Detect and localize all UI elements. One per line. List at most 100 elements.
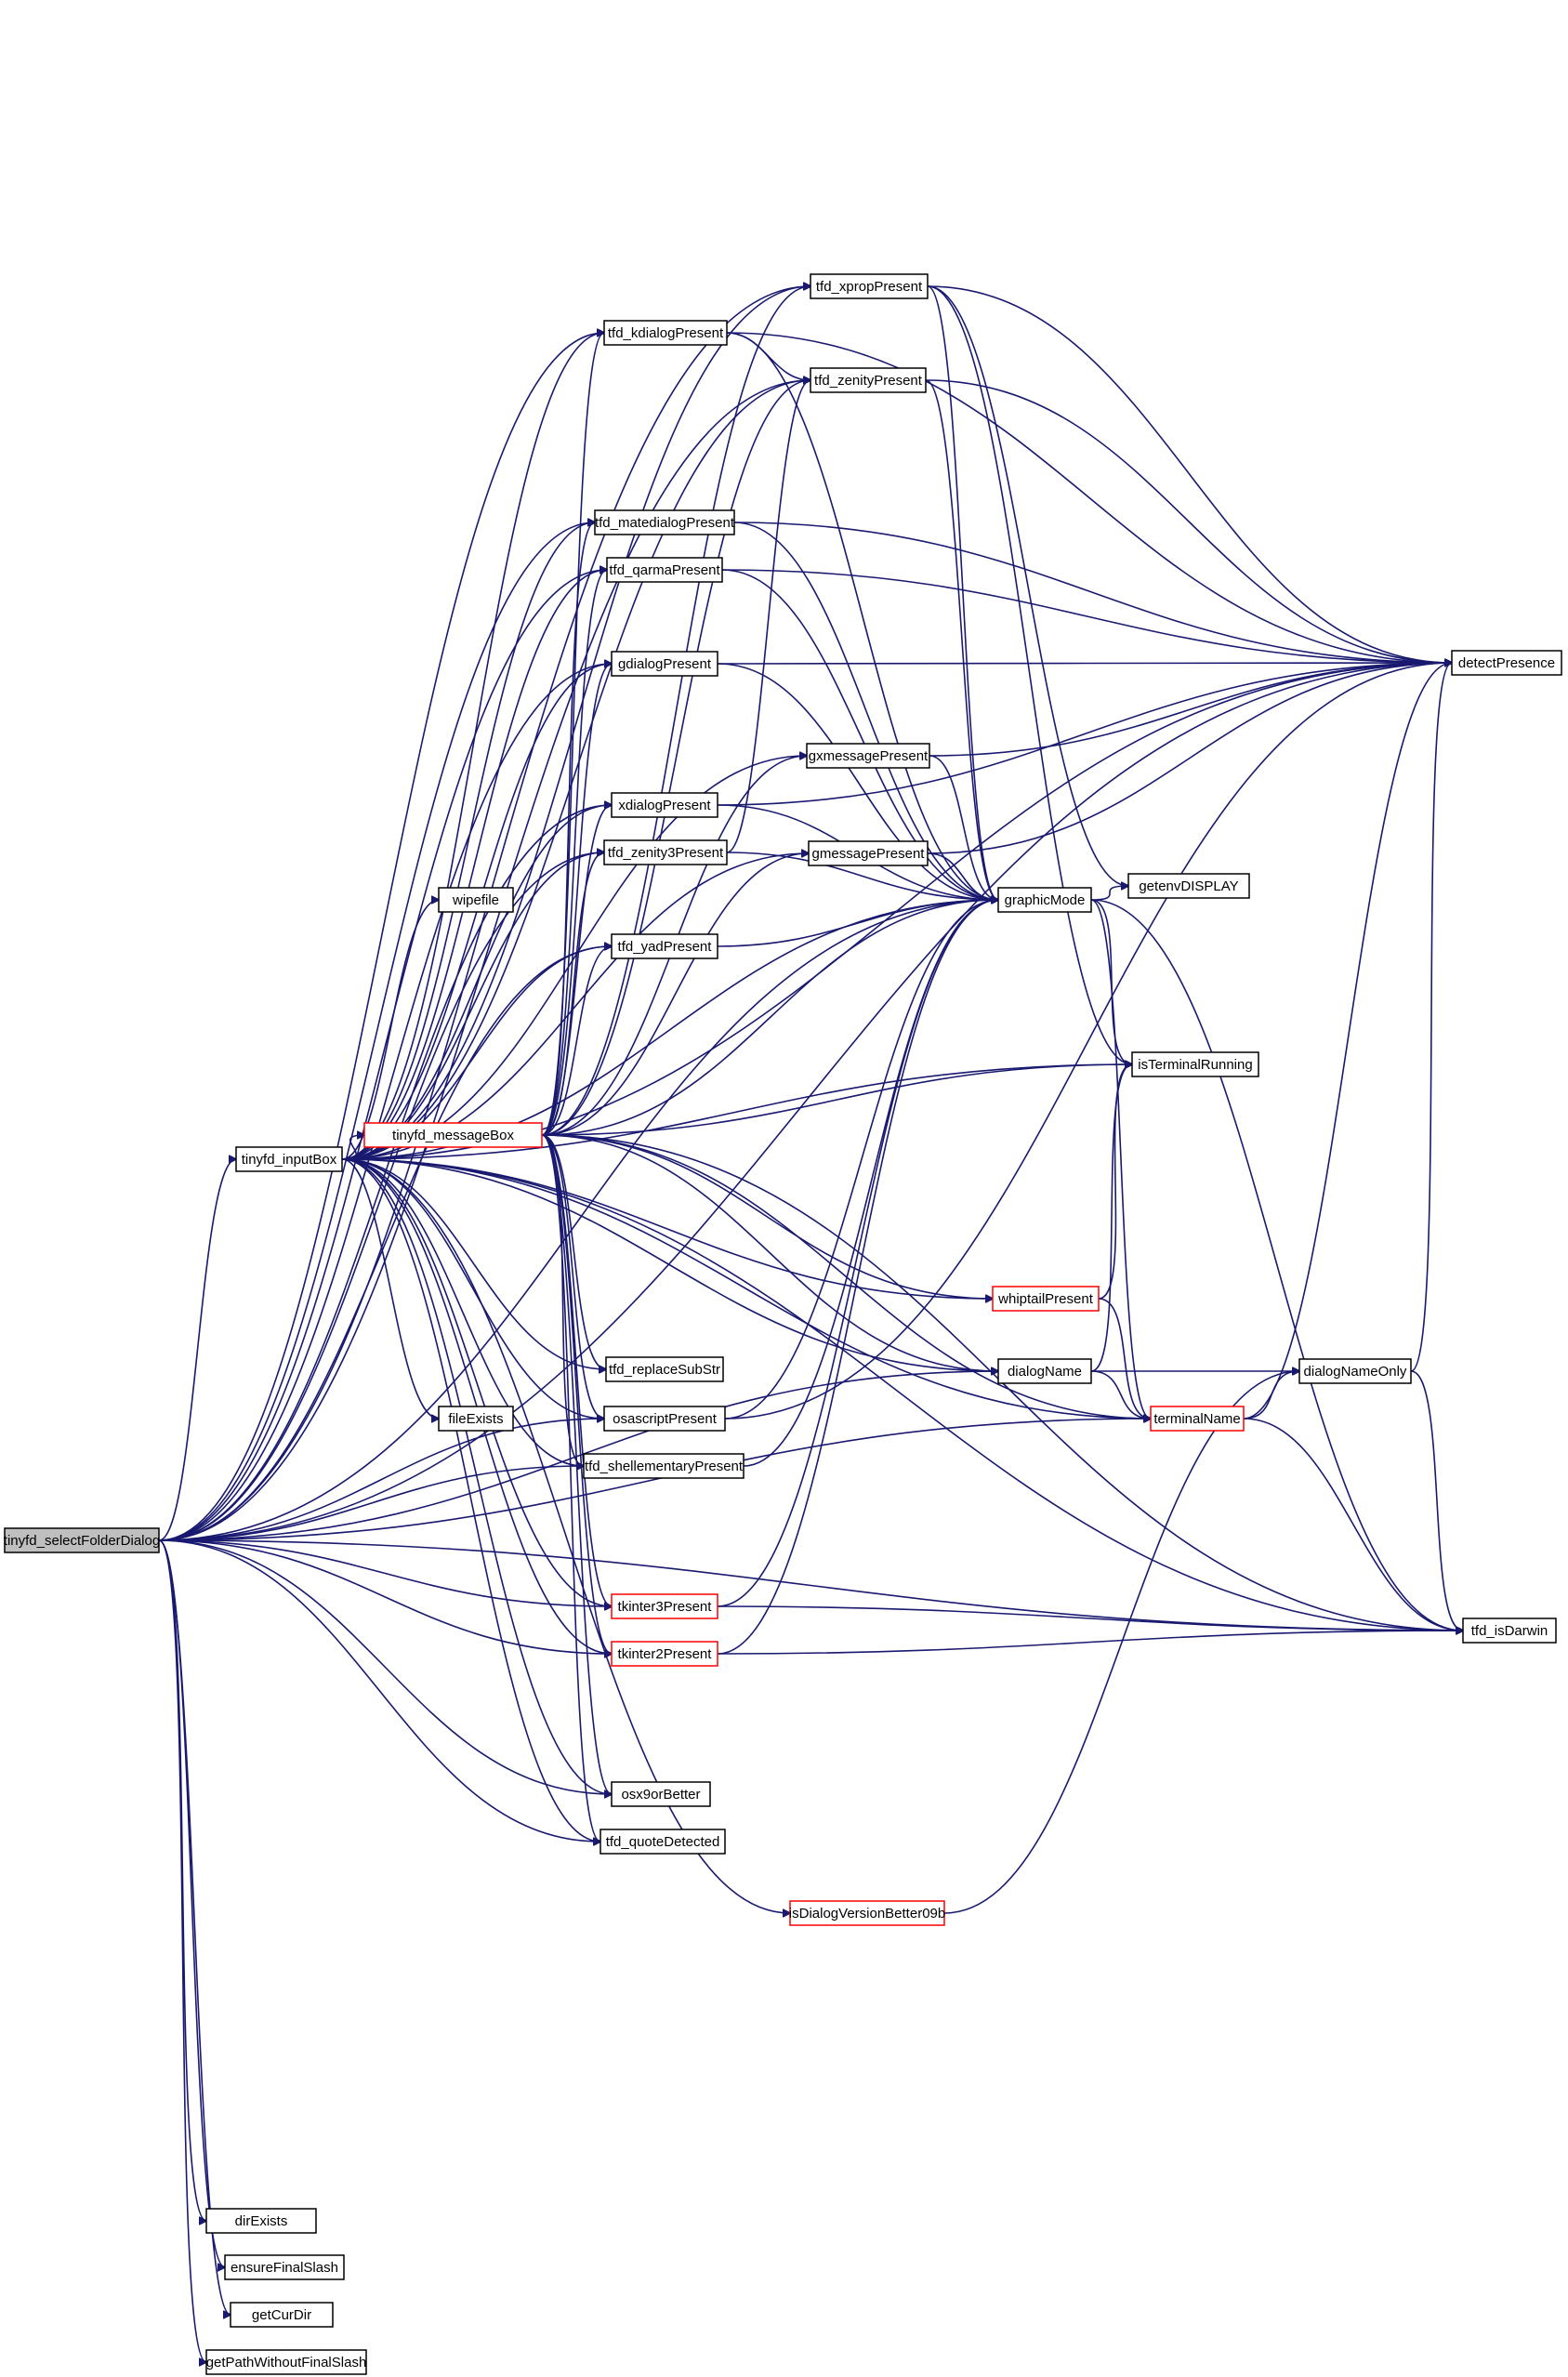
edge-xdialog-present-to-detect-presence bbox=[717, 663, 1452, 806]
edge-line bbox=[717, 900, 998, 1607]
node-label: gdialogPresent bbox=[618, 656, 712, 672]
edge-tinyfd-input-box-to-tfd-shellementary-present bbox=[341, 1158, 584, 1466]
node-box bbox=[611, 1781, 711, 1807]
edge-line bbox=[158, 1159, 236, 1541]
edge-line bbox=[733, 522, 998, 900]
node-getenv-display[interactable]: getenvDISPLAY bbox=[1127, 873, 1250, 899]
node-wipefile[interactable]: wipefile bbox=[438, 887, 514, 913]
edge-tfd-zenity-present-to-detect-presence bbox=[925, 379, 1452, 663]
edge-line bbox=[158, 286, 810, 1541]
edge-tinyfd-message-box-to-tfd-zenity3-present bbox=[541, 852, 604, 1136]
edge-line bbox=[158, 1539, 612, 1606]
node-label: tfd_isDarwin bbox=[1471, 1623, 1548, 1639]
node-tfd-quote-detected[interactable]: tfd_quoteDetected bbox=[600, 1829, 726, 1855]
edge-tinyfd-input-box-to-tfd-yad-present bbox=[341, 946, 612, 1160]
node-tfd-yad-present[interactable]: tfd_yadPresent bbox=[611, 933, 718, 959]
edge-gxmessage-present-to-graphic-mode bbox=[929, 755, 998, 900]
edge-tinyfd-message-box-to-dialog-name bbox=[541, 1134, 998, 1371]
node-is-dialog-version-better09b[interactable]: isDialogVersionBetter09b bbox=[789, 1900, 945, 1926]
edge-line bbox=[158, 946, 612, 1541]
node-dialog-name-only[interactable]: dialogNameOnly bbox=[1298, 1358, 1412, 1384]
node-osascript-present[interactable]: osascriptPresent bbox=[603, 1406, 726, 1432]
node-dialog-name[interactable]: dialogName bbox=[997, 1358, 1092, 1384]
nodes-layer: tinyfd_selectFolderDialog tinyfd_inputBox… bbox=[4, 273, 1562, 2375]
edge-line bbox=[541, 1134, 998, 1371]
node-whiptail-present[interactable]: whiptailPresent bbox=[992, 1286, 1100, 1312]
edge-line bbox=[341, 1158, 998, 1371]
node-xdialog-present[interactable]: xdialogPresent bbox=[611, 792, 718, 818]
node-label: tinyfd_messageBox bbox=[392, 1128, 514, 1143]
node-label: tinyfd_inputBox bbox=[242, 1152, 337, 1168]
edge-graphic-mode-to-getenv-display bbox=[1090, 886, 1128, 901]
edge-line bbox=[717, 1631, 1463, 1655]
node-box bbox=[997, 887, 1092, 913]
node-label: ensureFinalSlash bbox=[231, 2260, 338, 2276]
edge-tinyfd-select-folder-dialog-to-dir-exists bbox=[158, 1539, 206, 2221]
edge-line bbox=[726, 852, 998, 900]
node-graphic-mode[interactable]: graphicMode bbox=[997, 887, 1092, 913]
edge-tinyfd-input-box-to-tfd-kdialog-present bbox=[341, 333, 604, 1160]
node-tinyfd-select-folder-dialog[interactable]: tinyfd_selectFolderDialog bbox=[4, 1527, 160, 1553]
edge-line bbox=[158, 1539, 231, 2315]
edge-line bbox=[541, 333, 604, 1136]
edge-tfd-qarma-present-to-graphic-mode bbox=[721, 569, 998, 900]
edge-tinyfd-select-folder-dialog-to-osx9or-better bbox=[158, 1539, 612, 1794]
node-label: fileExists bbox=[448, 1411, 503, 1427]
node-box bbox=[1131, 1051, 1259, 1077]
edge-line bbox=[717, 663, 1452, 664]
node-get-cur-dir[interactable]: getCurDir bbox=[230, 2302, 334, 2328]
node-tfd-zenity3-present[interactable]: tfd_zenity3Present bbox=[603, 839, 728, 865]
edge-line bbox=[158, 1419, 1151, 1541]
edge-line bbox=[541, 1134, 604, 1419]
node-ensure-final-slash[interactable]: ensureFinalSlash bbox=[224, 2254, 345, 2280]
edge-line bbox=[541, 1134, 612, 1654]
edge-line bbox=[1410, 663, 1452, 1372]
node-file-exists[interactable]: fileExists bbox=[438, 1406, 514, 1432]
node-box bbox=[611, 1593, 718, 1619]
node-is-terminal-running[interactable]: isTerminalRunning bbox=[1131, 1051, 1259, 1077]
edge-line bbox=[927, 285, 1452, 663]
node-tfd-shellementary-present[interactable]: tfd_shellementaryPresent bbox=[583, 1453, 744, 1479]
node-get-path-without-final-slash[interactable]: getPathWithoutFinalSlash bbox=[205, 2349, 367, 2375]
edge-line bbox=[341, 946, 612, 1160]
node-detect-presence[interactable]: detectPresence bbox=[1451, 650, 1562, 676]
edge-tinyfd-message-box-to-tfd-zenity-present bbox=[541, 380, 810, 1136]
node-tfd-qarma-present[interactable]: tfd_qarmaPresent bbox=[606, 557, 723, 583]
edge-tinyfd-input-box-to-osascript-present bbox=[341, 1158, 604, 1419]
edge-tinyfd-select-folder-dialog-to-tfd-shellementary-present bbox=[158, 1466, 584, 1541]
node-label: wipefile bbox=[452, 892, 499, 908]
node-terminal-name[interactable]: terminalName bbox=[1150, 1406, 1245, 1432]
node-tfd-kdialog-present[interactable]: tfd_kdialogPresent bbox=[603, 320, 728, 346]
node-tfd-is-darwin[interactable]: tfd_isDarwin bbox=[1462, 1618, 1557, 1644]
node-tkinter2-present[interactable]: tkinter2Present bbox=[611, 1641, 718, 1667]
node-box bbox=[603, 839, 728, 865]
edge-line bbox=[158, 333, 604, 1541]
node-tfd-matedialog-present[interactable]: tfd_matedialogPresent bbox=[594, 509, 735, 535]
node-osx9or-better[interactable]: osx9orBetter bbox=[611, 1781, 711, 1807]
edge-tfd-xprop-present-to-detect-presence bbox=[927, 285, 1452, 663]
edge-line bbox=[341, 1158, 790, 1913]
node-gxmessage-present[interactable]: gxmessagePresent bbox=[806, 743, 930, 769]
node-tinyfd-message-box[interactable]: tinyfd_messageBox bbox=[363, 1122, 543, 1148]
node-tfd-zenity-present[interactable]: tfd_zenityPresent bbox=[810, 367, 927, 393]
edge-tfd-zenity3-present-to-tfd-zenity-present bbox=[726, 380, 810, 853]
node-tkinter3-present[interactable]: tkinter3Present bbox=[611, 1593, 718, 1619]
node-tfd-replace-sub-str[interactable]: tfd_replaceSubStr bbox=[605, 1356, 724, 1382]
node-gmessage-present[interactable]: gmessagePresent bbox=[808, 840, 929, 866]
edge-tkinter2-present-to-graphic-mode bbox=[717, 900, 998, 1655]
node-dir-exists[interactable]: dirExists bbox=[205, 2208, 317, 2234]
edge-tinyfd-select-folder-dialog-to-tfd-matedialog-present bbox=[158, 522, 595, 1541]
node-tfd-xprop-present[interactable]: tfd_xpropPresent bbox=[810, 273, 929, 299]
edge-line bbox=[541, 853, 809, 1136]
node-box bbox=[810, 367, 927, 393]
edge-osascript-present-to-graphic-mode bbox=[724, 900, 998, 1420]
edge-line bbox=[341, 1158, 604, 1419]
edge-line bbox=[541, 1134, 600, 1842]
edge-tinyfd-input-box-to-tkinter3-present bbox=[341, 1158, 612, 1606]
node-tinyfd-input-box[interactable]: tinyfd_inputBox bbox=[235, 1146, 343, 1172]
edge-tinyfd-input-box-to-osx9or-better bbox=[341, 1158, 612, 1794]
node-box bbox=[583, 1453, 744, 1479]
edge-line bbox=[541, 1134, 993, 1299]
node-gdialog-present[interactable]: gdialogPresent bbox=[611, 651, 718, 677]
